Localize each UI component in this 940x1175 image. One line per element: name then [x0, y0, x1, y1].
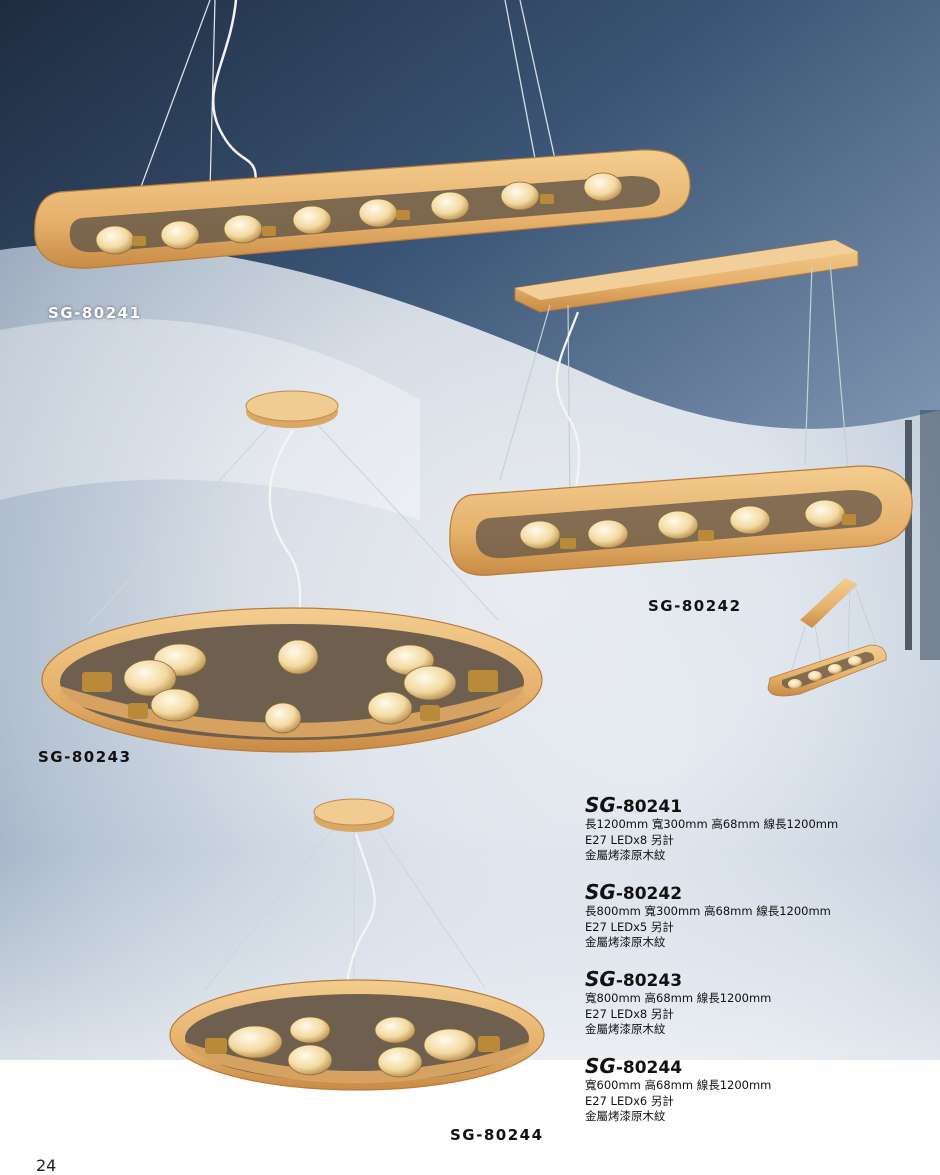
- spec-dimensions: 寬600mm 高68mm 線長1200mm: [585, 1078, 772, 1092]
- spec-bulbs: E27 LEDx8 另計: [585, 832, 674, 847]
- spec-block-sg-80243: SG-80243 寬800mm 高68mm 線長1200mm E27 LEDx8…: [585, 967, 915, 1038]
- spec-model-code: SG-80244: [585, 1054, 683, 1078]
- spec-block-sg-80244: SG-80244 寬600mm 高68mm 線長1200mm E27 LEDx6…: [585, 1054, 915, 1125]
- spec-block-sg-80242: SG-80242 長800mm 寬300mm 高68mm 線長1200mm E2…: [585, 880, 915, 951]
- product-label-sg-80244: SG-80244: [450, 1126, 544, 1144]
- product-label-sg-80242: SG-80242: [648, 597, 742, 615]
- product-label-sg-80241: SG-80241: [48, 304, 142, 322]
- spec-finish: 金屬烤漆原木紋: [585, 935, 666, 949]
- spec-finish: 金屬烤漆原木紋: [585, 1022, 666, 1036]
- spec-model-code: SG-80243: [585, 967, 683, 991]
- spec-finish: 金屬烤漆原木紋: [585, 1109, 666, 1123]
- product-label-sg-80243: SG-80243: [38, 748, 132, 766]
- spec-block-sg-80241: SG-80241 長1200mm 寬300mm 高68mm 線長1200mm E…: [585, 793, 915, 864]
- fixture-sg-80243: [41, 390, 543, 753]
- spec-dimensions: 長800mm 寬300mm 高68mm 線長1200mm: [585, 904, 831, 918]
- fixture-sg-80241: [34, 0, 691, 269]
- page-number: 24: [36, 1156, 57, 1175]
- spec-model-code: SG-80241: [585, 793, 683, 817]
- spec-bulbs: E27 LEDx8 另計: [585, 1006, 674, 1021]
- spec-dimensions: 長1200mm 寬300mm 高68mm 線長1200mm: [585, 817, 839, 831]
- fixture-sg-80242: [449, 239, 913, 576]
- spec-bulbs: E27 LEDx6 另計: [585, 1093, 674, 1108]
- spec-bulbs: E27 LEDx5 另計: [585, 919, 674, 934]
- fixture-sg-80242-inset: [767, 578, 887, 697]
- spec-model-code: SG-80242: [585, 880, 683, 904]
- spec-dimensions: 寬800mm 高68mm 線長1200mm: [585, 991, 772, 1005]
- fixture-sg-80244: [169, 798, 545, 1091]
- spec-finish: 金屬烤漆原木紋: [585, 848, 666, 862]
